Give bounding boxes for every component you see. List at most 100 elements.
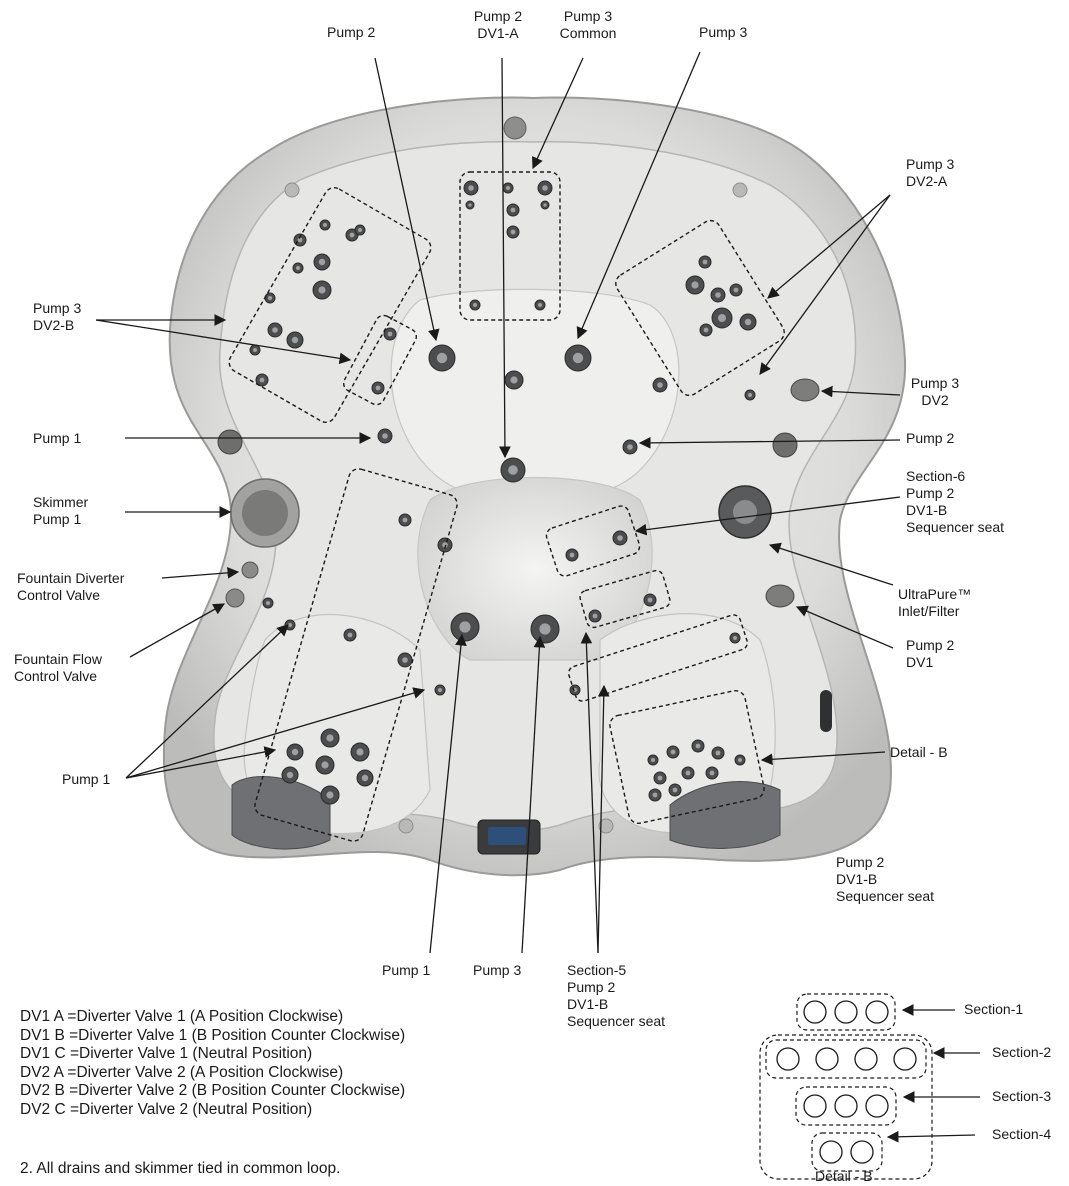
jet-nozzle (704, 328, 709, 333)
legend-item: DV1 A =Diverter Valve 1 (A Position Cloc… (20, 1008, 405, 1027)
jet-nozzle (570, 553, 575, 558)
jet-nozzle (468, 203, 471, 206)
label-pump2-right: Pump 2 (906, 430, 954, 447)
detail-jet (816, 1048, 838, 1070)
label-line: Inlet/Filter (898, 603, 971, 620)
jet-nozzle (292, 749, 298, 755)
label-line: Pump 3 (548, 8, 628, 25)
jet-nozzle (459, 621, 470, 632)
jet-nozzle (272, 327, 278, 333)
jet-nozzle (438, 688, 442, 692)
label-line: UltraPure™ (898, 586, 971, 603)
jet-nozzle (376, 386, 381, 391)
detail-b-section4-box (812, 1133, 882, 1171)
detail-jet (835, 1095, 857, 1117)
label-fountain-diverter: Fountain Diverter Control Valve (17, 570, 124, 604)
rim-cup-bl (399, 819, 413, 833)
rim-light-right (773, 433, 797, 457)
label-line: Fountain Diverter (17, 570, 124, 587)
skimmer-opening (242, 490, 288, 536)
label-line: Pump 3 (906, 156, 954, 173)
jet-nozzle (362, 775, 368, 781)
label-line: Sequencer seat (567, 1013, 665, 1030)
label-line: Pump 2 (906, 637, 954, 654)
jet-nozzle (651, 758, 655, 762)
jet-nozzle (716, 751, 721, 756)
jet-nozzle (288, 623, 292, 627)
jet-nozzle (403, 518, 408, 523)
jet-nozzle (326, 734, 333, 741)
label-line: Control Valve (17, 587, 124, 604)
side-controls (820, 690, 832, 732)
jet-nozzle (323, 223, 327, 227)
jet-nozzle (511, 208, 516, 213)
label-pump1-left: Pump 1 (33, 430, 81, 447)
label-pump3-dv2a: Pump 3 DV2-A (906, 156, 954, 190)
label-skimmer: Skimmer Pump 1 (33, 494, 88, 528)
jet-nozzle (686, 771, 691, 776)
label-line: Section-5 (567, 962, 665, 979)
label-line: Pump 1 (33, 511, 88, 528)
label-line: Pump 2 (906, 485, 1004, 502)
jet-nozzle (671, 750, 676, 755)
jet-nozzle (653, 793, 658, 798)
legend-item: DV2 B =Diverter Valve 2 (B Position Coun… (20, 1082, 405, 1101)
jet-nozzle (292, 337, 298, 343)
diverter-legend: DV1 A =Diverter Valve 1 (A Position Cloc… (20, 1008, 405, 1119)
jet-nozzle (715, 292, 721, 298)
jet-nozzle (356, 748, 363, 755)
jet-nozzle (388, 332, 393, 337)
jet-nozzle (593, 614, 598, 619)
ultrapure-filter-core (733, 500, 757, 524)
label-section5: Section-5 Pump 2 DV1-B Sequencer seat (567, 962, 665, 1030)
jet-nozzle (696, 744, 701, 749)
detail-jet (820, 1141, 842, 1163)
jet-nozzle (539, 623, 550, 634)
jet-nozzle (658, 776, 663, 781)
label-section6: Section-6 Pump 2 DV1-B Sequencer seat (906, 468, 1004, 536)
detail-b-section2-label: Section-2 (992, 1044, 1051, 1061)
jet-nozzle (319, 259, 325, 265)
detail-jet (851, 1141, 873, 1163)
label-pump1-bottom: Pump 1 (382, 962, 430, 979)
jet-nozzle (627, 444, 633, 450)
jet-nozzle (691, 281, 698, 288)
detail-b-section3-label: Section-3 (992, 1088, 1051, 1105)
jet-nozzle (296, 266, 300, 270)
jet-nozzle (402, 657, 408, 663)
jet-nozzle (473, 303, 477, 307)
detail-jet (855, 1048, 877, 1070)
jet-nozzle (358, 228, 362, 232)
jet-nozzle (617, 535, 623, 541)
detail-b-section1-box (797, 994, 895, 1030)
jet-nozzle (510, 376, 517, 383)
jet-nozzle (734, 288, 739, 293)
label-pump3-dv2b: Pump 3 DV2-B (33, 300, 81, 334)
jet-nozzle (253, 348, 257, 352)
label-line: DV1-B (906, 502, 1004, 519)
label-line: Pump 2 (567, 979, 665, 996)
label-line: Pump 3 (33, 300, 81, 317)
detail-b-section1-label: Section-1 (964, 1001, 1023, 1018)
label-pump2-dv1: Pump 2 DV1 (906, 637, 954, 671)
label-line: DV2-B (33, 317, 81, 334)
label-line: Sequencer seat (836, 888, 934, 905)
diverter-valve-dv1 (766, 585, 794, 607)
jet-nozzle (511, 230, 516, 235)
label-pump2-dv1b-seq: Pump 2 DV1-B Sequencer seat (836, 854, 934, 905)
label-fountain-flow: Fountain Flow Control Valve (14, 651, 102, 685)
jet-nozzle (710, 771, 715, 776)
jet-nozzle (657, 382, 663, 388)
detail-jet (866, 1001, 888, 1023)
jet-nozzle (260, 378, 265, 383)
jet-nozzle (321, 761, 328, 768)
jet-nozzle (673, 788, 678, 793)
control-panel-screen (488, 827, 526, 845)
jet-nozzle (326, 791, 333, 798)
label-line: Common (548, 25, 628, 42)
detail-b-section3-box (796, 1087, 896, 1125)
detail-jet (777, 1048, 799, 1070)
jet-nozzle (543, 203, 546, 206)
detail-jet (835, 1001, 857, 1023)
jet-nozzle (350, 233, 355, 238)
